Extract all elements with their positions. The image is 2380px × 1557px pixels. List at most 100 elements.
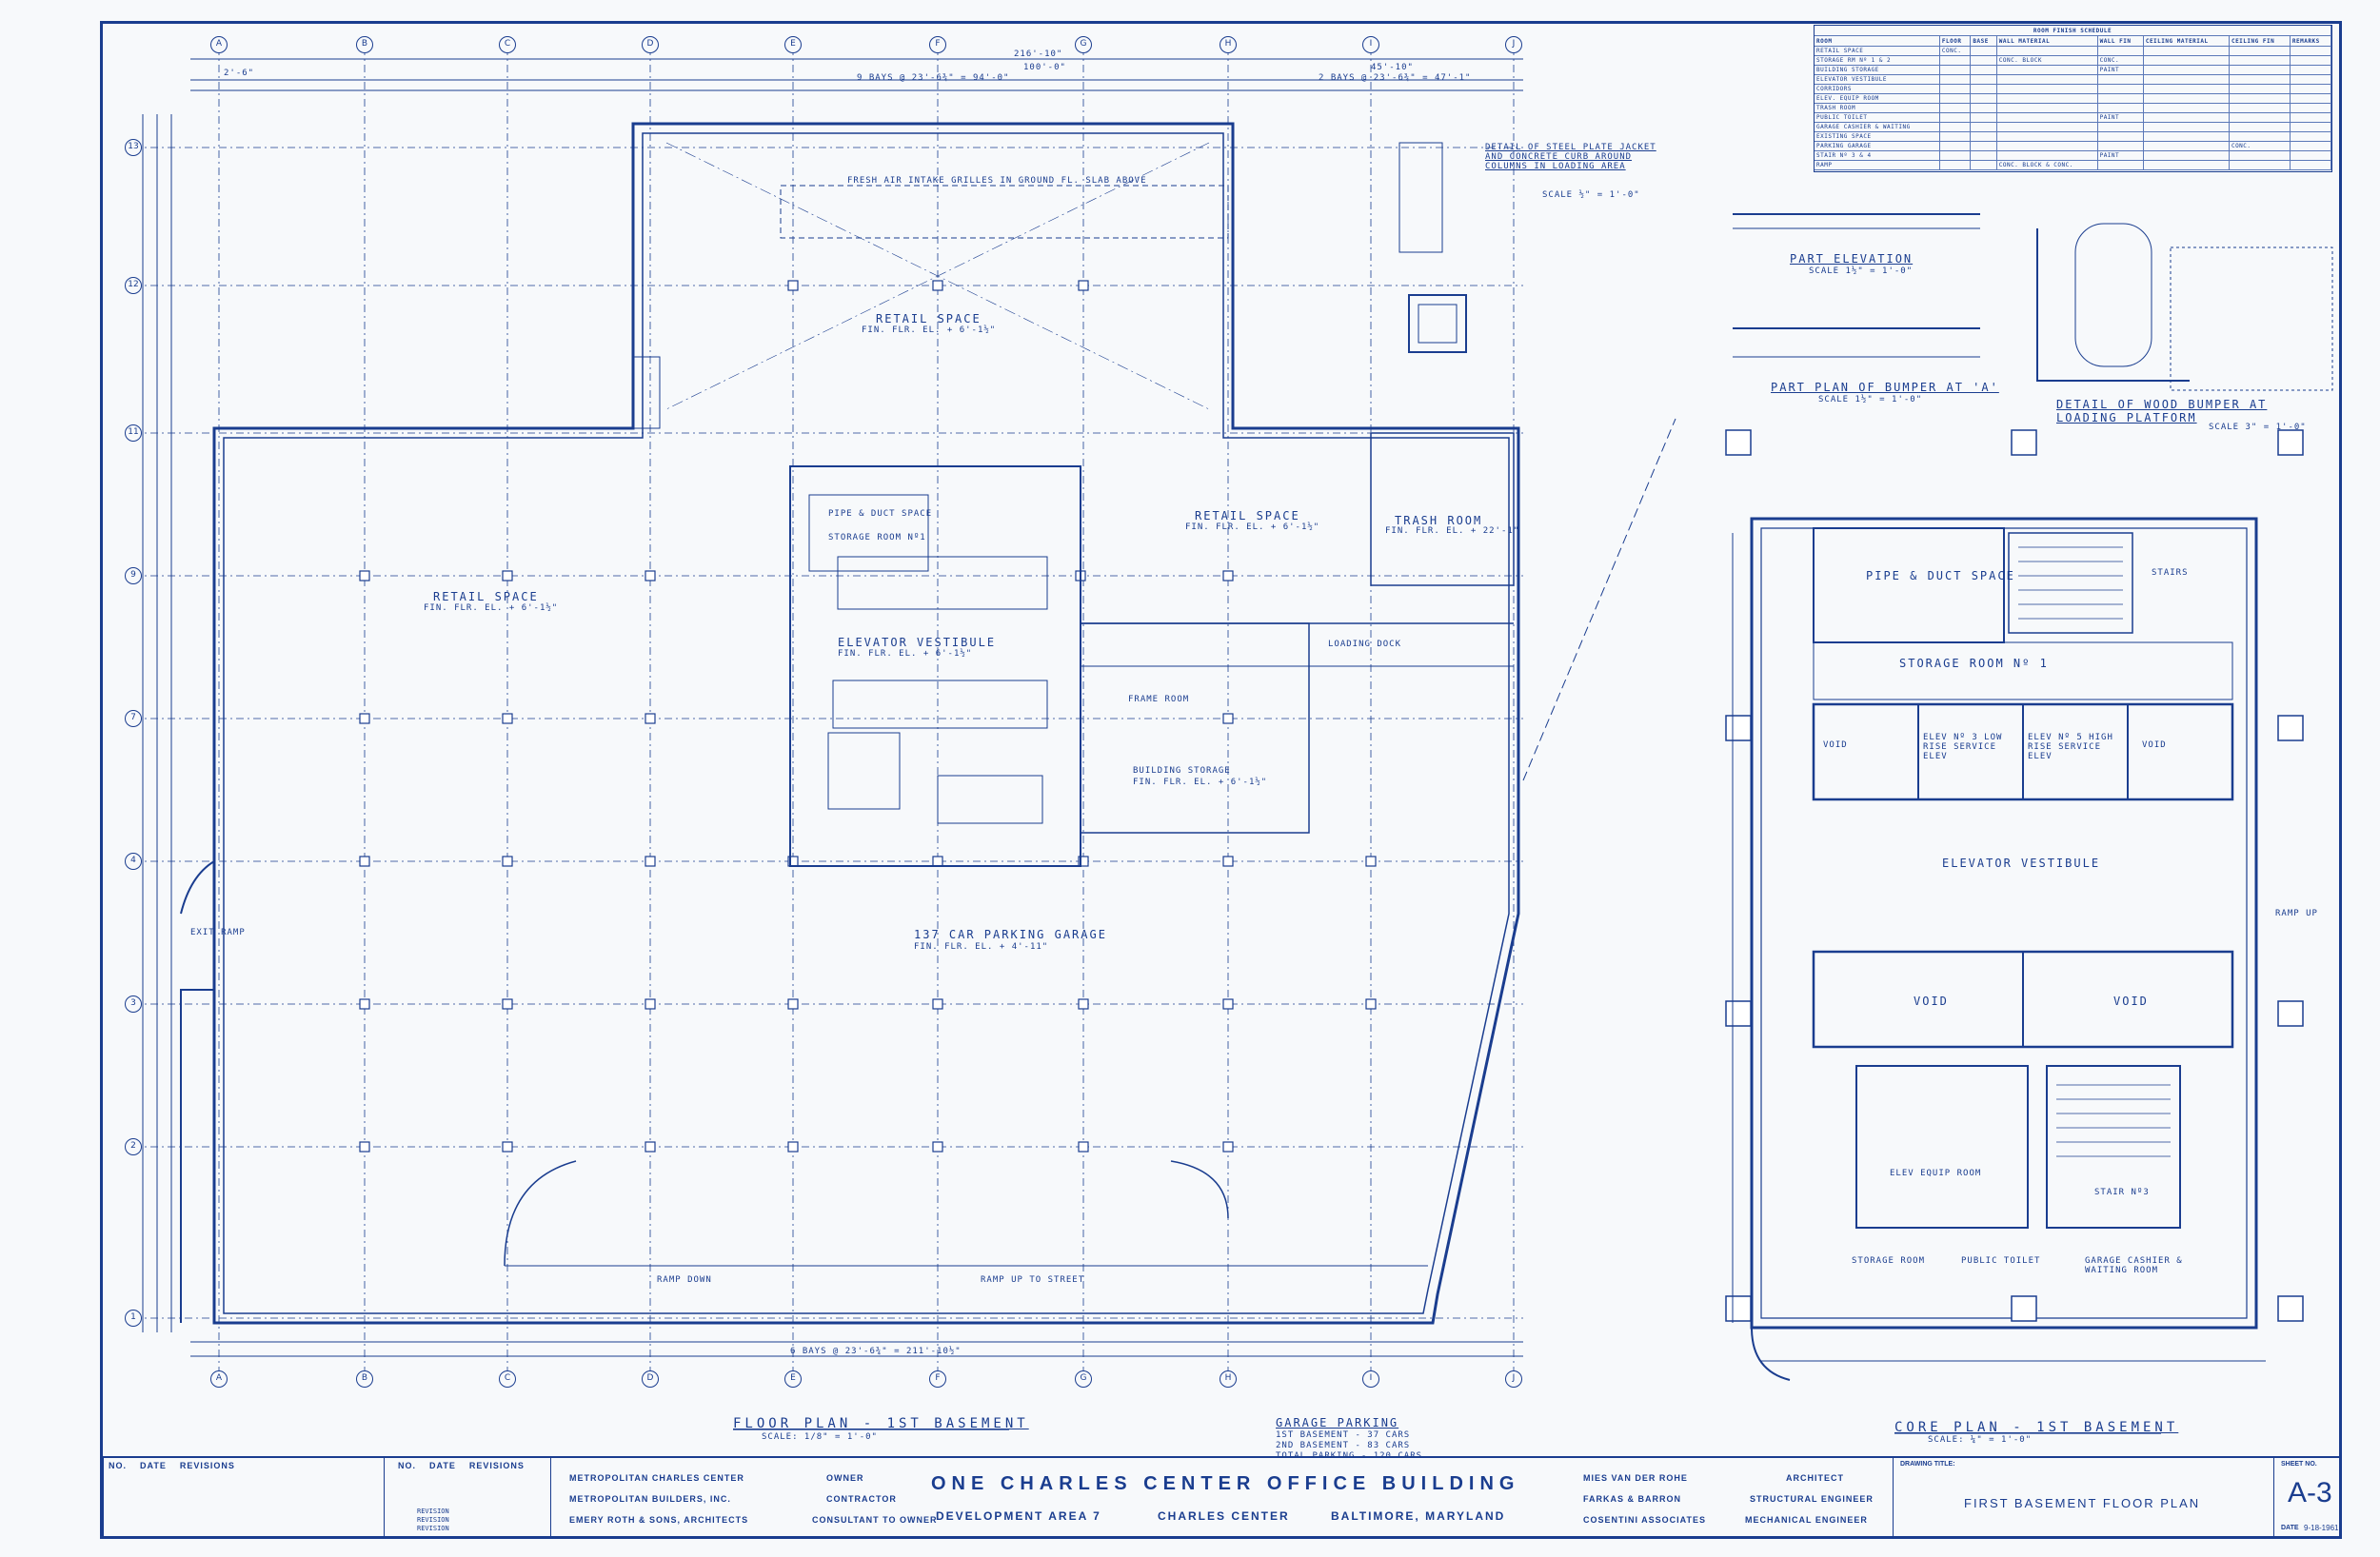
building-storage-walls bbox=[1080, 622, 1310, 834]
schedule-cell bbox=[1939, 93, 1972, 104]
schedule-cell bbox=[2290, 131, 2332, 142]
garage-cashier-walls bbox=[937, 775, 1043, 824]
schedule-cell: ELEV. EQUIP ROOM bbox=[1815, 93, 1940, 104]
detail-bumper-plan-title: PART PLAN OF BUMPER AT 'A' bbox=[1771, 381, 1999, 394]
schedule-cell bbox=[1939, 122, 1972, 132]
schedule-cell bbox=[2143, 84, 2230, 94]
schedule-cell bbox=[1970, 93, 1997, 104]
schedule-cell bbox=[2290, 84, 2332, 94]
grid-bubble-row-11: 11 bbox=[125, 424, 142, 442]
schedule-cell bbox=[1970, 112, 1997, 123]
schedule-cell bbox=[2097, 93, 2144, 104]
schedule-cell bbox=[1996, 46, 2098, 56]
schedule-cell: ELEVATOR VESTIBULE bbox=[1815, 74, 1940, 85]
room-label-pipe-duct: PIPE & DUCT SPACE bbox=[828, 509, 933, 519]
schedule-cell bbox=[1939, 112, 1972, 123]
schedule-cell bbox=[2097, 160, 2144, 170]
room-label-elevator-vestibule: ELEVATOR VESTIBULE bbox=[838, 636, 997, 649]
drawing-date: 9-18-1961 bbox=[2304, 1524, 2339, 1532]
main-plan-scale: SCALE: 1/8" = 1'-0" bbox=[762, 1432, 878, 1442]
schedule-cell bbox=[2290, 93, 2332, 104]
schedule-cell bbox=[2143, 65, 2230, 75]
room-note-building-storage: FIN. FLR. EL. + 6'-1½" bbox=[1133, 778, 1268, 787]
schedule-cell bbox=[2229, 131, 2291, 142]
main-plan-title: FLOOR PLAN - 1st BASEMENT bbox=[733, 1416, 1029, 1431]
grid-bubble-i: I bbox=[1362, 36, 1379, 53]
schedule-cell bbox=[2290, 74, 2332, 85]
rev-col-revisions: REVISIONS bbox=[179, 1461, 235, 1470]
schedule-cell bbox=[2229, 150, 2291, 161]
grid-bubble-row-9: 9 bbox=[125, 567, 142, 584]
schedule-cell bbox=[1996, 84, 2098, 94]
schedule-cell bbox=[1939, 74, 1972, 85]
diagonal-reference-line-2 bbox=[665, 142, 1210, 410]
schedule-cell bbox=[2229, 160, 2291, 170]
schedule-cell: STAIR Nº 3 & 4 bbox=[1815, 150, 1940, 161]
core-room-elev-equip: ELEV EQUIP ROOM bbox=[1890, 1169, 1982, 1178]
core-room-stair-3: STAIR Nº3 bbox=[2094, 1188, 2150, 1197]
grid-bubble-row-1: 1 bbox=[125, 1310, 142, 1327]
revision-entry: REVISION bbox=[417, 1516, 449, 1524]
core-room-stairs: STAIRS bbox=[2152, 568, 2189, 578]
detail-wood-bumper-scale: SCALE 3" = 1'-0" bbox=[2209, 423, 2307, 432]
schedule-cell bbox=[1970, 46, 1997, 56]
schedule-cell bbox=[1996, 65, 2098, 75]
core-room-storage: STORAGE ROOM Nº 1 bbox=[1899, 657, 2049, 670]
rev2-col-revisions: REVISIONS bbox=[468, 1461, 525, 1470]
schedule-cell: BUILDING STORAGE bbox=[1815, 65, 1940, 75]
main-plan-inner-wall bbox=[223, 132, 1510, 1314]
schedule-cell bbox=[1939, 84, 1972, 94]
sheet-number-label: SHEET NO. bbox=[2281, 1461, 2317, 1468]
mechanical-engineer-role: MECHANICAL ENGINEER bbox=[1745, 1515, 1868, 1525]
schedule-cell bbox=[2229, 55, 2291, 66]
dim-east-label: 45'-10" bbox=[1371, 63, 1414, 72]
grid-bubble-f: F bbox=[929, 36, 946, 53]
schedule-cell bbox=[1970, 74, 1997, 85]
schedule-cell bbox=[2143, 74, 2230, 85]
core-stairs-walls bbox=[2008, 532, 2133, 634]
schedule-cell bbox=[1939, 150, 1972, 161]
schedule-cell bbox=[2143, 46, 2230, 56]
tb-divider-0 bbox=[103, 1458, 104, 1538]
dim-overall-label: 216'-10" bbox=[1014, 49, 1063, 59]
grid-bubble-e-bottom: E bbox=[784, 1370, 802, 1388]
room-label-retail-space-west: RETAIL SPACE bbox=[433, 590, 539, 603]
schedule-cell bbox=[1939, 141, 1972, 151]
schedule-header-cell: REMARKS bbox=[2290, 35, 2332, 47]
storage-room-1-walls bbox=[808, 494, 929, 572]
schedule-cell bbox=[2143, 103, 2230, 113]
schedule-cell bbox=[1996, 103, 2098, 113]
schedule-cell: PAINT bbox=[2097, 65, 2144, 75]
core-room-elev-5: ELEV Nº 5 HIGH RISE SERVICE ELEV bbox=[2028, 733, 2113, 761]
date-label: DATE bbox=[2281, 1525, 2299, 1531]
schedule-cell bbox=[1970, 131, 1997, 142]
schedule-cell bbox=[2097, 131, 2144, 142]
schedule-cell bbox=[1996, 141, 2098, 151]
ramp-shaft bbox=[632, 356, 661, 429]
schedule-header-cell: ROOM bbox=[1815, 35, 1940, 47]
exit-ramp-curve bbox=[180, 860, 215, 915]
schedule-cell: PARKING GARAGE bbox=[1815, 141, 1940, 151]
core-stair-walls bbox=[2046, 1065, 2181, 1229]
schedule-cell bbox=[2290, 112, 2332, 123]
dim-bay-label: 2'-6" bbox=[224, 69, 255, 78]
core-room-ramp-up: RAMP UP bbox=[2275, 909, 2318, 918]
schedule-row: ELEV. EQUIP ROOM bbox=[1815, 93, 2332, 104]
schedule-cell bbox=[2229, 112, 2291, 123]
grid-bubble-d: D bbox=[642, 36, 659, 53]
schedule-cell bbox=[2229, 84, 2291, 94]
schedule-cell: GARAGE CASHIER & WAITING bbox=[1815, 122, 1940, 132]
schedule-cell: TRASH ROOM bbox=[1815, 103, 1940, 113]
schedule-cell: PAINT bbox=[2097, 112, 2144, 123]
building-core bbox=[789, 465, 1081, 867]
grid-bubble-row-4: 4 bbox=[125, 853, 142, 870]
schedule-cell bbox=[1939, 65, 1972, 75]
exit-ramp-label: EXIT RAMP bbox=[190, 928, 246, 937]
room-label-parking-garage: 137 CAR PARKING GARAGE bbox=[914, 928, 1107, 941]
contractor-role: CONTRACTOR bbox=[826, 1494, 897, 1504]
